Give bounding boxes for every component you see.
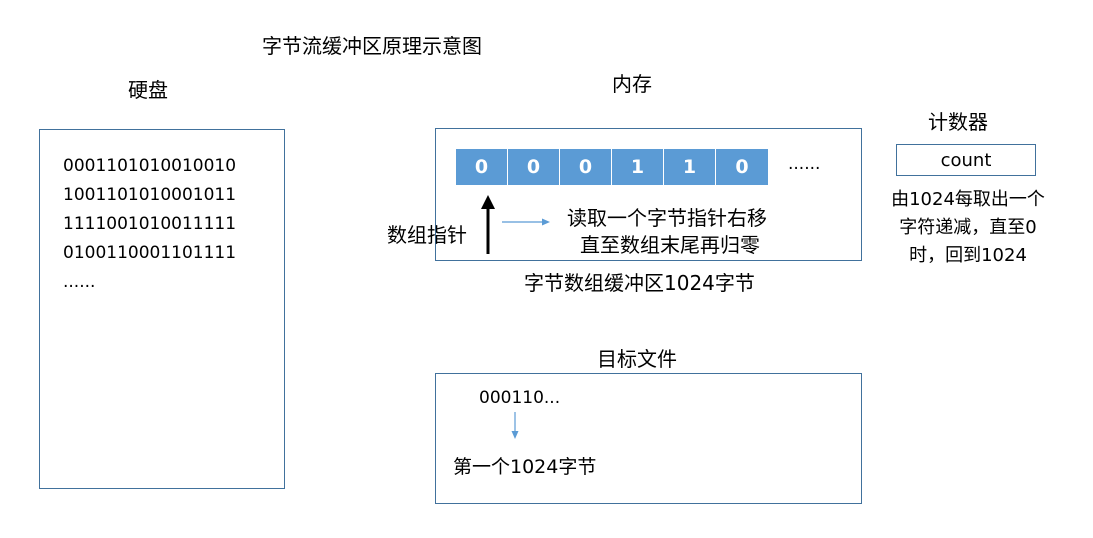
buffer-caption: 字节数组缓冲区1024字节	[524, 271, 755, 295]
buffer-cell: 0	[560, 149, 612, 185]
disk-line: ......	[63, 272, 96, 292]
pointer-right-arrow	[502, 218, 550, 226]
buffer-cell: 0	[456, 149, 508, 185]
target-bits: 000110...	[479, 388, 561, 408]
disk-box: 0001101010010010 1001101010001011 111100…	[39, 129, 285, 489]
counter-note-line2: 字符递减，直至0	[899, 217, 1037, 238]
pointer-label: 数组指针	[387, 223, 467, 247]
pointer-description-line1: 读取一个字节指针右移	[567, 206, 767, 230]
buffer-cell: 0	[716, 149, 768, 185]
disk-line: 0100110001101111	[63, 243, 237, 263]
target-file-label: 目标文件	[597, 347, 677, 371]
buffer-ellipsis: ......	[788, 154, 821, 174]
buffer-cell: 0	[508, 149, 560, 185]
disk-label: 硬盘	[128, 78, 168, 102]
pointer-up-arrow	[481, 195, 495, 254]
memory-label: 内存	[612, 72, 652, 96]
disk-line: 1111001010011111	[63, 214, 237, 234]
first-chunk-label: 第一个1024字节	[453, 456, 597, 478]
buffer-cell: 1	[664, 149, 716, 185]
buffer-cell: 1	[612, 149, 664, 185]
disk-line: 1001101010001011	[63, 185, 237, 205]
counter-note-line1: 由1024每取出一个	[891, 189, 1045, 210]
target-file-box: 000110... 第一个1024字节	[435, 373, 862, 504]
counter-label: 计数器	[928, 110, 988, 134]
counter-note: 由1024每取出一个 字符递减，直至0 时，回到1024	[868, 186, 1068, 270]
disk-line: 0001101010010010	[63, 156, 237, 176]
counter-note-line3: 时，回到1024	[909, 245, 1027, 266]
count-text: count	[940, 149, 992, 171]
count-box: count	[896, 144, 1036, 176]
target-down-arrow	[511, 412, 519, 439]
pointer-description-line2: 直至数组末尾再归零	[580, 233, 760, 257]
diagram-title: 字节流缓冲区原理示意图	[262, 34, 482, 58]
